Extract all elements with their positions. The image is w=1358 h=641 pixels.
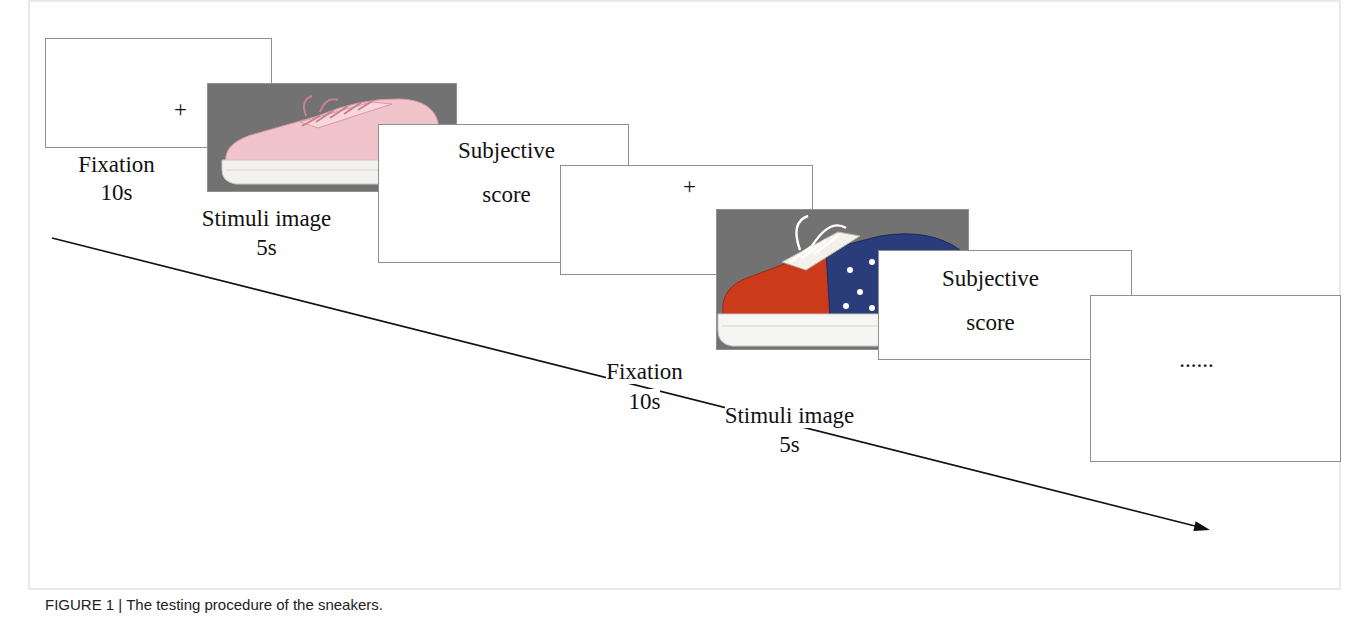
fixation-cross: + bbox=[683, 174, 696, 199]
frame-label-slot: Fixation 10s bbox=[595, 358, 695, 418]
ellipsis-text-slot: ...... bbox=[1147, 346, 1247, 376]
figure-caption: FIGURE 1 | The testing procedure of the … bbox=[45, 596, 383, 613]
frame-text: Subjective score bbox=[942, 266, 1039, 335]
frame-text-slot: Subjective score bbox=[935, 258, 1047, 346]
frame-label: Fixation 10s bbox=[78, 152, 155, 205]
fixation-cross-slot: + bbox=[166, 96, 196, 126]
figure-frame bbox=[29, 1, 1340, 589]
arrow-head bbox=[1193, 521, 1210, 531]
frame-label-slot: Fixation 10s bbox=[67, 152, 167, 208]
frame-label-slot: Stimuli image 5s bbox=[720, 402, 860, 460]
frame-text-slot: Subjective score bbox=[451, 130, 563, 218]
time-axis bbox=[52, 238, 1195, 526]
frame-label-slot: Stimuli image 5s bbox=[197, 205, 337, 263]
continuation-frame: ...... bbox=[1090, 295, 1341, 462]
fixation-cross: + bbox=[174, 97, 187, 122]
frame-label: Fixation 10s bbox=[606, 359, 683, 414]
frame-label: Stimuli image 5s bbox=[725, 403, 855, 457]
ellipsis-text: ...... bbox=[1179, 347, 1214, 372]
frame-label: Stimuli image 5s bbox=[202, 206, 332, 260]
frame-text: Subjective score bbox=[458, 138, 555, 207]
fixation-cross-slot: + bbox=[675, 173, 705, 203]
